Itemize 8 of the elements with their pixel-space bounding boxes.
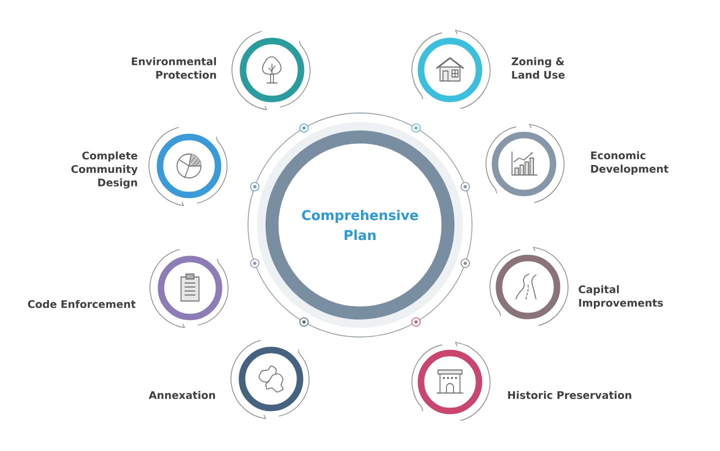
- node-label: Economic Development: [591, 151, 668, 175]
- node-label: Code Enforcement: [28, 300, 136, 308]
- node-label: Complete Community Design: [71, 151, 138, 189]
- node-label: Annexation: [148, 390, 215, 400]
- node-label: Zoning & Land Use: [512, 57, 565, 79]
- node-label: Environmental Protection: [132, 57, 216, 79]
- node-label: Capital Improvements: [578, 285, 663, 309]
- node-label: Historic Preservation: [508, 390, 632, 400]
